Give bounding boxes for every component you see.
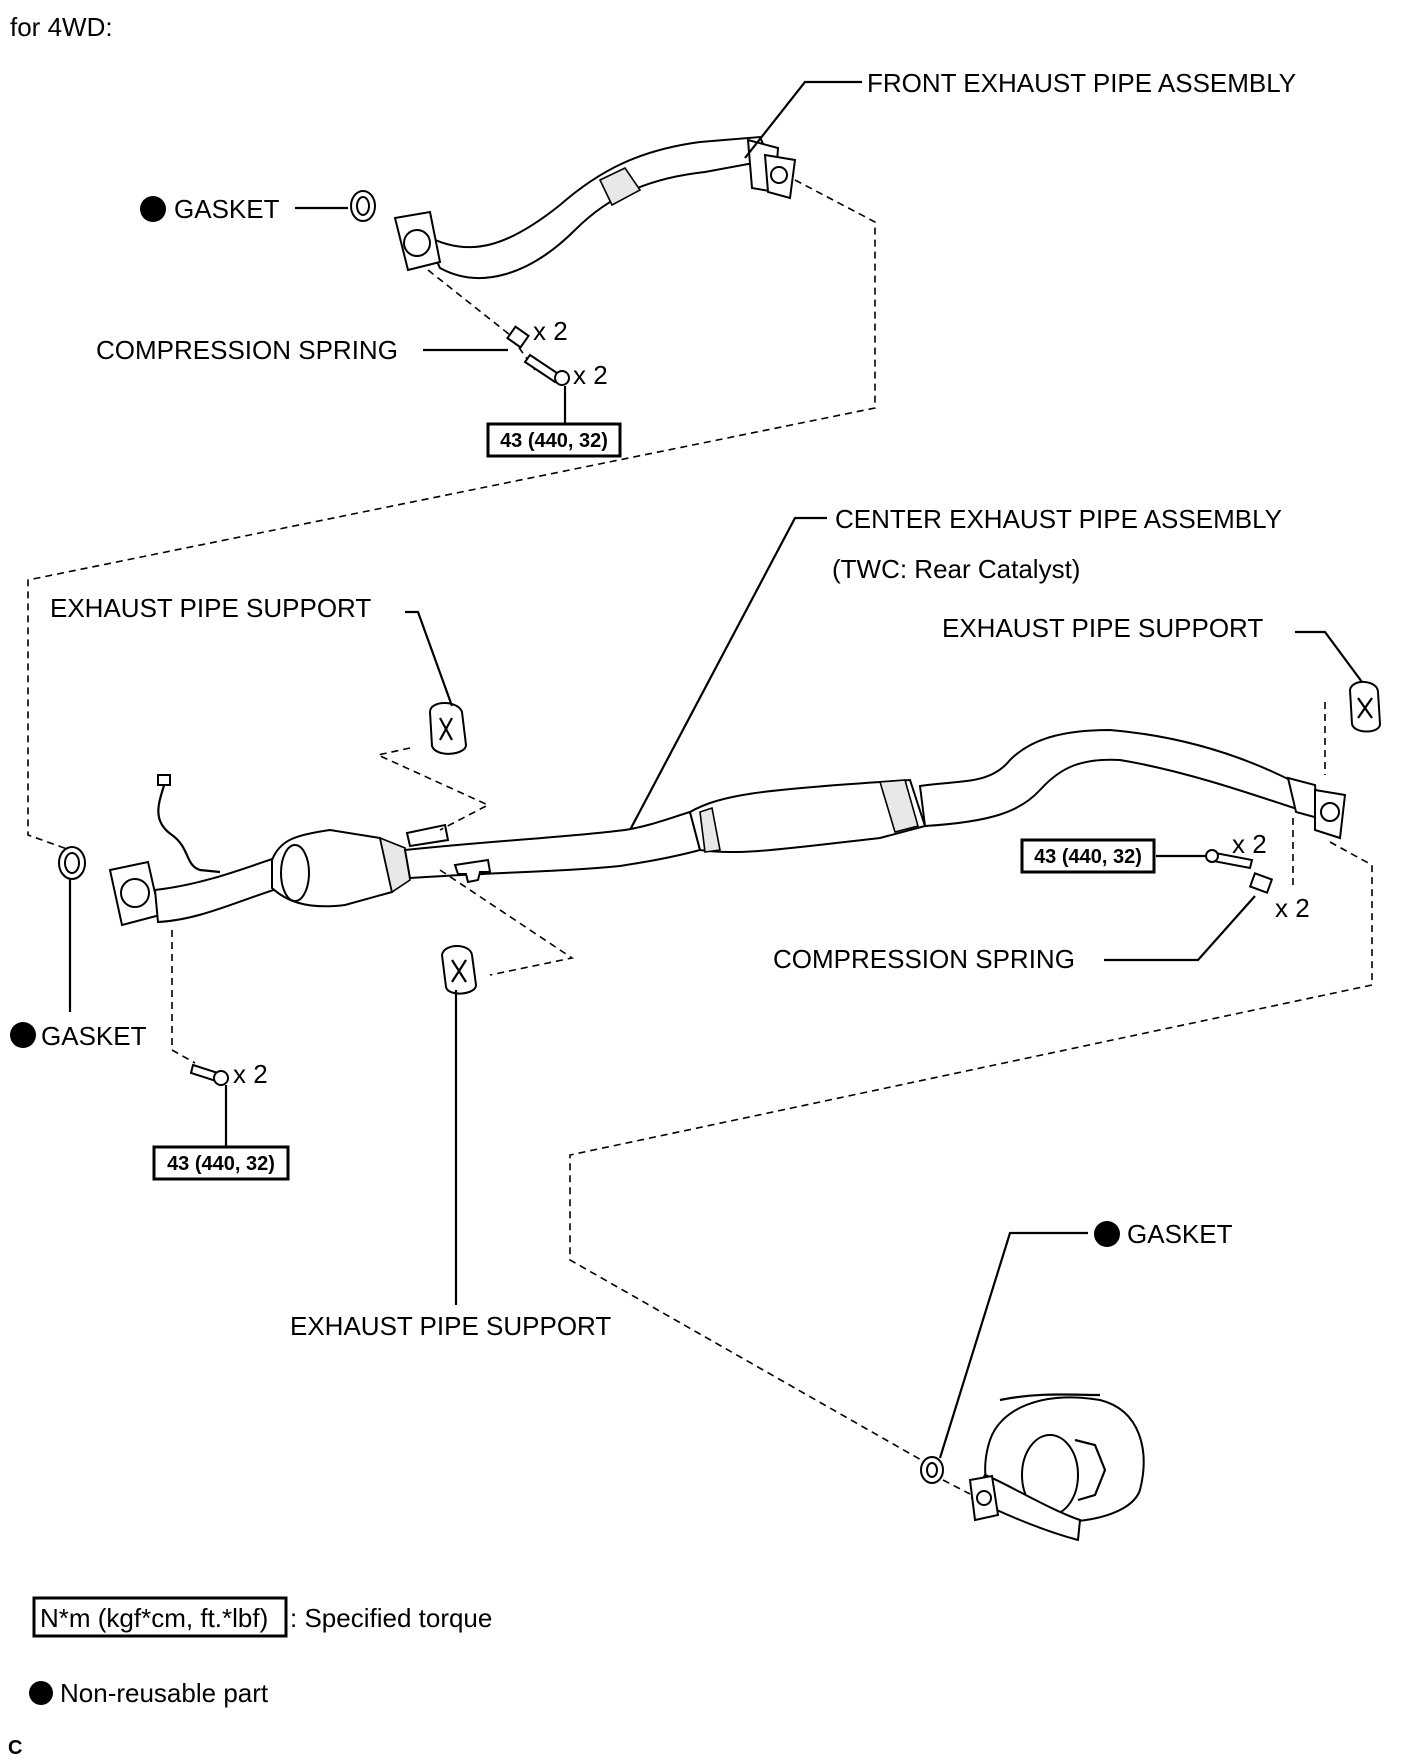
muffler-drawing	[968, 1393, 1145, 1542]
leader-front-pipe	[744, 80, 862, 159]
nonreusable-dot-icon	[10, 1022, 36, 1048]
label-gasket-rear: GASKET	[1127, 1219, 1233, 1249]
leader-center-pipe	[629, 516, 827, 831]
qty-bolt-right: x 2	[1232, 829, 1267, 859]
label-compression-spring-right: COMPRESSION SPRING	[773, 944, 1075, 974]
center-exhaust-pipe-drawing	[108, 728, 1347, 927]
label-center-exhaust-pipe: CENTER EXHAUST PIPE ASSEMBLY	[835, 504, 1282, 534]
qty-bolt-left: x 2	[233, 1059, 268, 1089]
label-support-upper-left: EXHAUST PIPE SUPPORT	[50, 593, 371, 623]
torque-value-right: 43 (440, 32)	[1034, 846, 1142, 868]
qty-spring-right: x 2	[1275, 893, 1310, 923]
front-exhaust-pipe-drawing	[393, 135, 797, 280]
torque-box-left	[152, 1145, 290, 1181]
legend-torque-unit: N*m (kgf*cm, ft.*lbf)	[40, 1603, 268, 1633]
qty-spring-top: x 2	[533, 316, 568, 346]
figure-code: C	[8, 1737, 22, 1759]
page-title: for 4WD:	[10, 12, 113, 42]
label-gasket-top: GASKET	[174, 194, 280, 224]
label-center-exhaust-pipe-sub: (TWC: Rear Catalyst)	[832, 554, 1080, 584]
label-support-right: EXHAUST PIPE SUPPORT	[942, 613, 1263, 643]
compression-spring-icon-right	[1248, 872, 1274, 894]
torque-box-top	[486, 422, 622, 458]
bolt-icon-top	[523, 353, 562, 384]
label-support-lower: EXHAUST PIPE SUPPORT	[290, 1311, 611, 1341]
label-gasket-left: GASKET	[41, 1021, 147, 1051]
torque-value-left: 43 (440, 32)	[167, 1153, 275, 1175]
exhaust-pipe-support-right	[1348, 681, 1382, 733]
qty-bolt-top: x 2	[573, 360, 608, 390]
label-front-exhaust-pipe: FRONT EXHAUST PIPE ASSEMBLY	[867, 68, 1296, 98]
nonreusable-dot-icon	[1094, 1221, 1120, 1247]
exhaust-pipe-support-lower	[440, 945, 478, 995]
torque-box-right	[1020, 838, 1156, 874]
exhaust-pipe-support-upper	[428, 702, 468, 755]
nonreusable-dot-icon	[29, 1681, 53, 1705]
compression-spring-icon-top	[506, 325, 530, 349]
legend-torque-box	[32, 1596, 288, 1638]
label-compression-spring-top: COMPRESSION SPRING	[96, 335, 398, 365]
nonreusable-dot-icon	[140, 196, 166, 222]
legend-torque-desc: : Specified torque	[290, 1603, 492, 1633]
legend-nonreusable-desc: Non-reusable part	[60, 1678, 269, 1708]
torque-value-top: 43 (440, 32)	[500, 430, 608, 452]
